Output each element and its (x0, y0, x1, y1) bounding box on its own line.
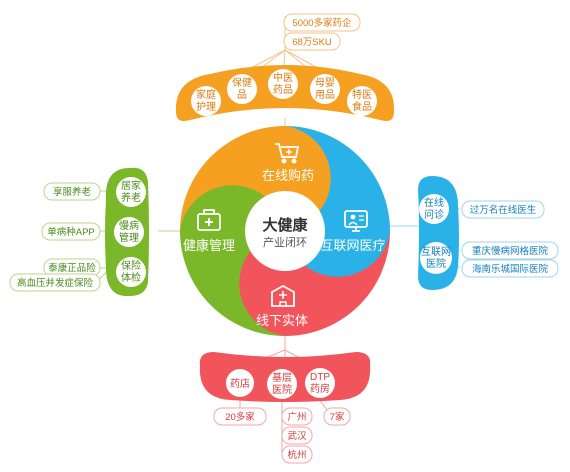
pill-insurance-checkup-line1: 保险 (121, 259, 141, 272)
pill-pharmacy-store-line1: 药店 (230, 377, 250, 390)
medical-kit-icon (197, 209, 221, 231)
pill-special-medical-food-line1: 特医 (352, 89, 372, 101)
pill-family-care[interactable]: 家庭 护理 (191, 86, 221, 116)
pill-special-medical-food[interactable]: 特医 食品 (347, 86, 377, 116)
detail-chongqing-hospital: 重庆慢病网格医院 (472, 245, 549, 257)
pill-primary-hospital-line2: 医院 (272, 383, 292, 396)
online-pharmacy-stats: 5000多家药企 68万SKU (283, 13, 361, 51)
stat-sku-count: 68万SKU (292, 37, 332, 48)
pill-chronic-disease-management-line1: 慢病 (119, 219, 139, 232)
pill-internet-hospital-line1: 互联网 (421, 246, 451, 258)
label-health-management: 健康管理 (183, 238, 235, 253)
pill-chronic-disease-management-line2: 管理 (119, 231, 139, 244)
cart-icon (275, 143, 300, 164)
detail-dtp-count: 7家 (330, 411, 345, 423)
pill-chronic-disease-management[interactable]: 慢病 管理 (114, 217, 144, 247)
pill-dtp-pharmacy-line1: DTP (310, 372, 330, 383)
pill-dtp-pharmacy-line2: 药房 (310, 382, 330, 395)
pill-internet-hospital[interactable]: 互联网 医院 (420, 242, 452, 274)
internet-medical-pills: 在线 问诊 互联网 医院 (419, 194, 452, 274)
detail-guangzhou: 广州 (287, 411, 306, 423)
pill-home-elderly-care[interactable]: 居家 养老 (116, 177, 146, 207)
pill-primary-hospital[interactable]: 基层 医院 (267, 369, 297, 399)
pill-mother-baby-line1: 母婴 (315, 77, 335, 89)
detail-enjoy-elderly-care: 享服养老 (53, 186, 92, 198)
pill-special-medical-food-line2: 食品 (352, 100, 372, 113)
pill-home-elderly-care-line1: 居家 (121, 179, 141, 192)
pill-mother-baby-line2: 用品 (315, 89, 335, 101)
pill-primary-hospital-line1: 基层 (272, 371, 292, 384)
center-hub (245, 191, 325, 271)
pill-health-products[interactable]: 保健 品 (227, 74, 257, 104)
detail-store-count: 20多家 (225, 411, 255, 423)
offline-pills: 药店 基层 医院 DTP 药房 (226, 368, 335, 399)
pill-tcm-medicine-line1: 中医 (273, 71, 293, 84)
pill-pharmacy-store[interactable]: 药店 (226, 369, 254, 397)
offline-details: 20多家 广州 武汉 杭州 7家 (213, 407, 351, 464)
pill-family-care-line1: 家庭 (196, 88, 216, 101)
pill-online-consultation[interactable]: 在线 问诊 (419, 194, 449, 224)
detail-online-doctors: 过万名在线医生 (470, 204, 537, 216)
pill-internet-hospital-line2: 医院 (426, 257, 446, 270)
pill-home-elderly-care-line2: 养老 (121, 191, 141, 204)
pill-online-consultation-line2: 问诊 (424, 208, 444, 221)
stat-pharma-companies: 5000多家药企 (292, 17, 352, 29)
center-subtitle: 产业闭环 (263, 235, 307, 249)
pill-insurance-checkup[interactable]: 保险 体检 (116, 257, 146, 287)
detail-hainan-hospital: 海南乐城国际医院 (472, 263, 549, 275)
health-management-pills: 居家 养老 慢病 管理 保险 体检 (114, 177, 146, 287)
pill-online-consultation-line1: 在线 (424, 196, 444, 209)
center-title: 大健康 (262, 216, 308, 234)
detail-hangzhou: 杭州 (287, 449, 306, 461)
online-pharmacy-pills: 家庭 护理 保健 品 中医 药品 母婴 用品 特医 食品 (191, 69, 377, 116)
internet-medical-details: 过万名在线医生 重庆慢病网格医院 海南乐城国际医院 (461, 200, 559, 278)
label-offline: 线下实体 (256, 313, 308, 328)
pill-dtp-pharmacy[interactable]: DTP 药房 (305, 368, 335, 398)
doctor-monitor-icon (344, 210, 368, 232)
pill-health-products-line2: 品 (237, 89, 247, 101)
detail-wuhan: 武汉 (287, 430, 307, 442)
pill-mother-baby[interactable]: 母婴 用品 (310, 74, 340, 104)
pill-family-care-line2: 护理 (196, 100, 216, 113)
health-management-details: 享服养老 单病种APP 泰康正品险 高血压并发症保险 (9, 182, 101, 292)
detail-hypertension-insurance: 高血压并发症保险 (17, 277, 94, 289)
hospital-building-icon (271, 284, 295, 307)
pill-tcm-medicine[interactable]: 中医 药品 (268, 69, 298, 99)
detail-taikang-insurance: 泰康正品险 (48, 262, 96, 274)
pill-tcm-medicine-line2: 药品 (273, 84, 293, 96)
label-online-pharmacy: 在线购药 (262, 168, 314, 183)
label-internet-medical: 互联网医疗 (320, 238, 385, 253)
detail-single-disease-app: 单病种APP (47, 226, 95, 238)
pill-insurance-checkup-line2: 体检 (121, 271, 141, 284)
pill-health-products-line1: 保健 (232, 76, 252, 89)
